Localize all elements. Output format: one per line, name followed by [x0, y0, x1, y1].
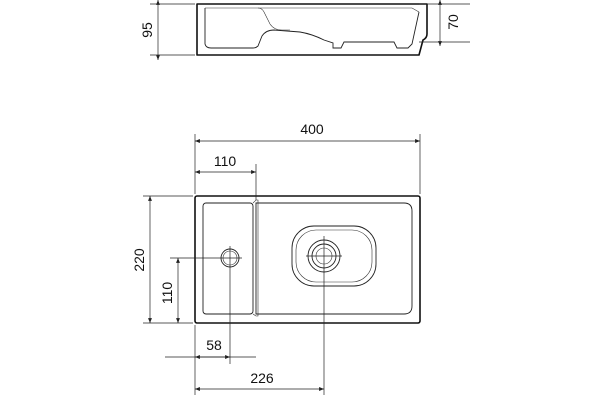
- side-view-rim-line: [258, 7, 420, 13]
- side-view-inner-profile: [204, 8, 420, 49]
- top-view-shelf-divider: [252, 199, 259, 317]
- top-view-outline: [194, 195, 421, 324]
- side-dim-70-label: 70: [445, 14, 461, 30]
- top-view-drain-surround-inner: [295, 229, 373, 283]
- top-view-inner-bowl: [255, 202, 413, 315]
- dim-400-label: 400: [300, 121, 324, 137]
- side-dim-95-label: 95: [139, 22, 155, 38]
- dim-226-label: 226: [250, 370, 274, 386]
- side-view-outline: [196, 3, 428, 56]
- top-view-drain-surround: [291, 225, 377, 287]
- dim-110-width-label: 110: [214, 153, 237, 169]
- top-view-tap-shelf: [202, 202, 254, 315]
- side-view: 95 70: [139, 0, 470, 60]
- dim-58-label: 58: [206, 337, 222, 353]
- side-view-inner-rim: [205, 7, 290, 31]
- dim-110-depth-label: 110: [159, 282, 175, 305]
- dim-220-label: 220: [131, 248, 147, 272]
- top-view: 400 110 220 110 58 226: [131, 121, 421, 395]
